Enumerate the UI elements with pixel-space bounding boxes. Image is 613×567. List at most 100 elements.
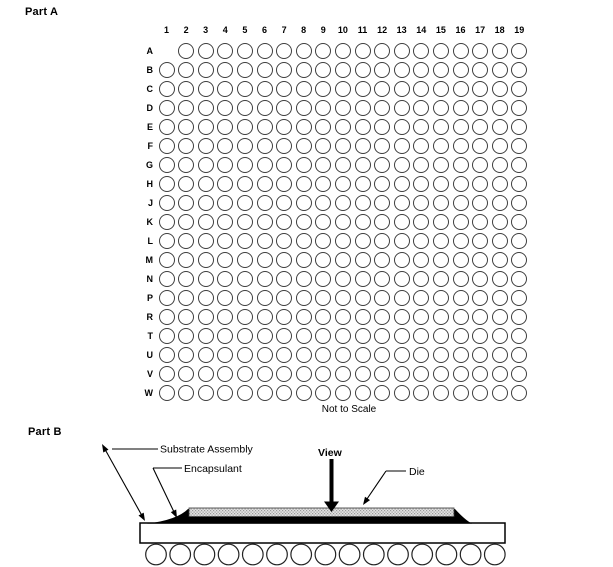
column-label-19: 19 bbox=[514, 25, 525, 35]
row-label-A: A bbox=[146, 45, 154, 56]
ball-J13 bbox=[393, 195, 410, 211]
ball-T2 bbox=[178, 328, 195, 344]
row-label-U: U bbox=[146, 349, 154, 360]
ball-V15 bbox=[432, 366, 449, 382]
ball-R2 bbox=[178, 309, 195, 325]
ball-F17 bbox=[472, 138, 489, 154]
ball-W16 bbox=[452, 385, 469, 401]
row-label-V: V bbox=[146, 368, 153, 379]
ball-B13 bbox=[393, 62, 410, 78]
ball-P10 bbox=[334, 290, 351, 306]
ball-C1 bbox=[158, 81, 175, 97]
ball-B14 bbox=[413, 62, 430, 78]
ball-J15 bbox=[432, 195, 449, 211]
ball-N11 bbox=[354, 271, 371, 287]
row-label-N: N bbox=[146, 273, 154, 284]
ball-B9 bbox=[315, 62, 332, 78]
ball-R6 bbox=[256, 309, 273, 325]
ball-F6 bbox=[256, 138, 273, 154]
ball-N13 bbox=[393, 271, 410, 287]
ball-C14 bbox=[413, 81, 430, 97]
ball-C11 bbox=[354, 81, 371, 97]
ball-H13 bbox=[393, 176, 410, 192]
ball-R7 bbox=[276, 309, 293, 325]
ball-F19 bbox=[511, 138, 528, 154]
row-label-M: M bbox=[145, 254, 154, 265]
ball-R19 bbox=[511, 309, 528, 325]
ball-W2 bbox=[178, 385, 195, 401]
substrate-assembly-label: Substrate Assembly bbox=[160, 444, 254, 456]
ball-K17 bbox=[472, 214, 489, 230]
ball-H2 bbox=[178, 176, 195, 192]
not-to-scale-note: Not to Scale bbox=[321, 404, 377, 415]
ball-G5 bbox=[236, 157, 253, 173]
ball-A17 bbox=[472, 43, 489, 59]
ball-P6 bbox=[256, 290, 273, 306]
ball-G4 bbox=[217, 157, 234, 173]
ball-R9 bbox=[315, 309, 332, 325]
ball-A16 bbox=[452, 43, 469, 59]
solder-ball bbox=[290, 543, 313, 566]
ball-J9 bbox=[315, 195, 332, 211]
ball-L17 bbox=[472, 233, 489, 249]
ball-H12 bbox=[374, 176, 391, 192]
ball-J5 bbox=[236, 195, 253, 211]
ball-A15 bbox=[432, 43, 449, 59]
ball-M8 bbox=[295, 252, 312, 268]
row-label-F: F bbox=[147, 140, 154, 151]
ball-D18 bbox=[491, 100, 508, 116]
ball-J10 bbox=[334, 195, 351, 211]
ball-K6 bbox=[256, 214, 273, 230]
ball-D7 bbox=[276, 100, 293, 116]
ball-F11 bbox=[354, 138, 371, 154]
ball-L13 bbox=[393, 233, 410, 249]
ball-B12 bbox=[374, 62, 391, 78]
ball-W5 bbox=[236, 385, 253, 401]
ball-R14 bbox=[413, 309, 430, 325]
ball-F2 bbox=[178, 138, 195, 154]
ball-D4 bbox=[217, 100, 234, 116]
ball-A5 bbox=[236, 43, 253, 59]
ball-R1 bbox=[158, 309, 175, 325]
ball-A14 bbox=[413, 43, 430, 59]
ball-N6 bbox=[256, 271, 273, 287]
ball-B4 bbox=[217, 62, 234, 78]
ball-P17 bbox=[472, 290, 489, 306]
ball-M13 bbox=[393, 252, 410, 268]
row-label-G: G bbox=[145, 159, 153, 170]
view-arrow-head bbox=[324, 501, 339, 512]
ball-W17 bbox=[472, 385, 489, 401]
ball-H10 bbox=[334, 176, 351, 192]
row-label-T: T bbox=[147, 330, 154, 341]
ball-L5 bbox=[236, 233, 253, 249]
ball-D3 bbox=[197, 100, 214, 116]
encapsulant-layer bbox=[188, 507, 455, 518]
ball-R18 bbox=[491, 309, 508, 325]
solder-ball bbox=[338, 543, 361, 566]
ball-R11 bbox=[354, 309, 371, 325]
ball-J3 bbox=[197, 195, 214, 211]
ball-W18 bbox=[491, 385, 508, 401]
row-label-B: B bbox=[146, 64, 154, 75]
ball-W3 bbox=[197, 385, 214, 401]
ball-A10 bbox=[334, 43, 351, 59]
ball-J19 bbox=[511, 195, 528, 211]
ball-E15 bbox=[432, 119, 449, 135]
ball-M5 bbox=[236, 252, 253, 268]
ball-D11 bbox=[354, 100, 371, 116]
ball-F3 bbox=[197, 138, 214, 154]
ball-V10 bbox=[334, 366, 351, 382]
row-label-H: H bbox=[146, 178, 154, 189]
ball-M6 bbox=[256, 252, 273, 268]
ball-P19 bbox=[511, 290, 528, 306]
ball-N17 bbox=[472, 271, 489, 287]
ball-V4 bbox=[217, 366, 234, 382]
ball-M2 bbox=[178, 252, 195, 268]
ball-U17 bbox=[472, 347, 489, 363]
ball-G3 bbox=[197, 157, 214, 173]
ball-W15 bbox=[432, 385, 449, 401]
ball-T14 bbox=[413, 328, 430, 344]
ball-T15 bbox=[432, 328, 449, 344]
ball-N9 bbox=[315, 271, 332, 287]
ball-K16 bbox=[452, 214, 469, 230]
